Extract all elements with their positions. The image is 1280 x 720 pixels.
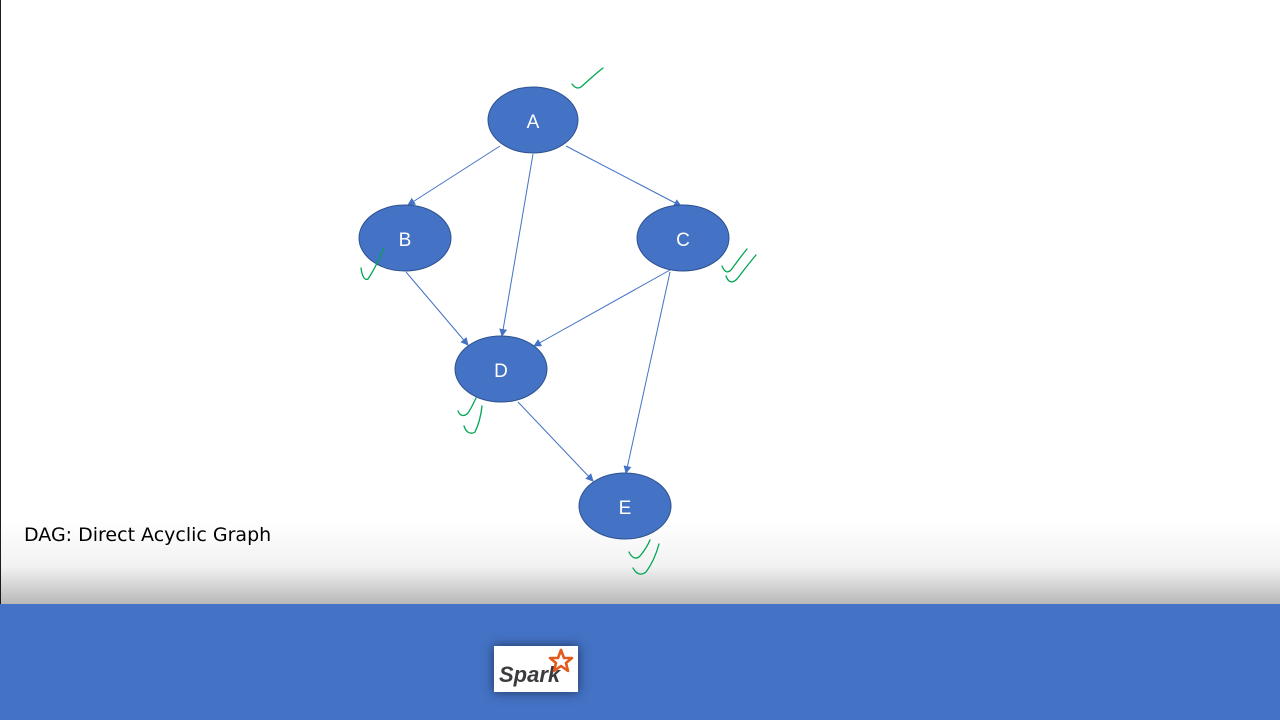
- node-a: A: [487, 86, 579, 154]
- node-a-shape: [487, 86, 579, 154]
- node-b-label: B: [399, 230, 412, 251]
- edge-a-d: [499, 153, 534, 337]
- node-d: D: [454, 335, 548, 403]
- checkmark-d1-icon: [457, 397, 477, 417]
- edge-a-b: [407, 145, 501, 206]
- spark-logo: Spark: [494, 646, 578, 692]
- checkmark-c1-icon: [721, 248, 748, 273]
- edge-a-c: [565, 145, 682, 207]
- edge-d-e: [517, 401, 594, 482]
- node-b-shape: [358, 204, 452, 272]
- checkmark-c2-icon: [725, 254, 757, 283]
- footer-bar: [0, 604, 1280, 720]
- checkmarks: [360, 67, 757, 575]
- node-b: B: [358, 204, 452, 272]
- node-c-shape: [636, 204, 730, 272]
- node-a-label: A: [527, 112, 540, 133]
- checkmark-d2-icon: [463, 405, 483, 434]
- slide-border: [0, 0, 1, 604]
- checkmark-e2-icon: [632, 543, 660, 575]
- checkmark-e1-icon: [628, 539, 651, 559]
- diagram-caption: DAG: Direct Acyclic Graph: [24, 524, 272, 546]
- edge-c-e: [623, 271, 671, 474]
- checkmark-a-icon: [571, 67, 604, 89]
- edges: [405, 145, 682, 482]
- node-d-label: D: [494, 361, 508, 382]
- node-e-label: E: [619, 498, 632, 519]
- node-e-shape: [578, 472, 672, 540]
- star-icon: [548, 648, 574, 673]
- dag-diagram: A B C D E: [358, 67, 757, 575]
- node-c: C: [636, 204, 730, 272]
- edge-b-d: [405, 271, 469, 346]
- node-e: E: [578, 472, 672, 540]
- node-c-label: C: [676, 230, 690, 251]
- edge-c-d: [533, 269, 671, 347]
- checkmark-b-icon: [360, 248, 384, 281]
- node-d-shape: [454, 335, 548, 403]
- spark-logo-text: Spark: [499, 662, 562, 687]
